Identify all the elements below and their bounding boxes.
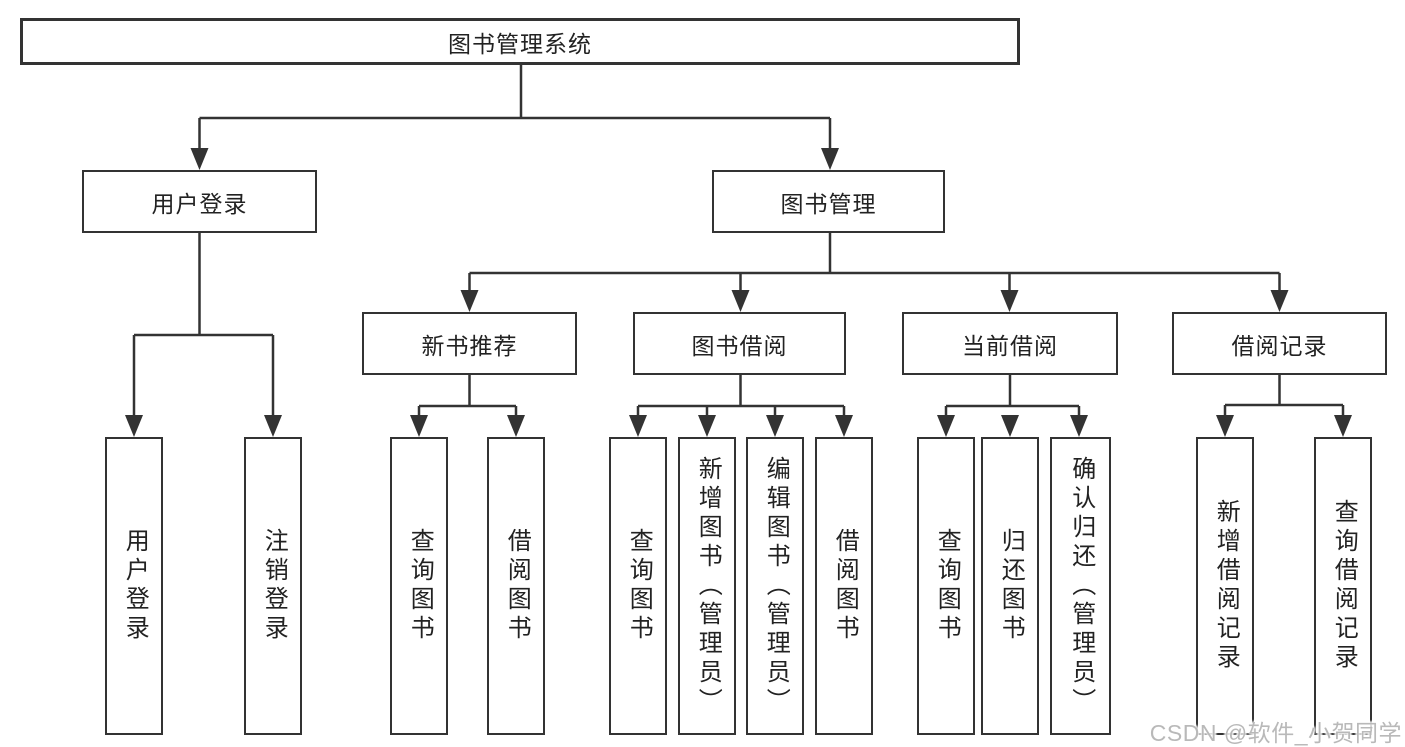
node-label: 用户登录 [151,190,248,217]
leaf-query-books-current: 查询图书 [917,437,975,735]
leaf-label: 查询借阅记录 [1330,499,1358,673]
node-borrow-records: 借阅记录 [1172,312,1387,375]
leaf-return-books: 归还图书 [981,437,1039,735]
leaf-label: 归还图书 [997,528,1025,644]
leaf-user-login: 用户登录 [105,437,163,735]
node-book-management: 图书管理 [712,170,945,233]
leaf-add-books-admin: 新增图书（管理员） [678,437,736,735]
leaf-edit-books-admin: 编辑图书（管理员） [746,437,804,735]
leaf-label: 借阅图书 [503,528,531,644]
node-label: 图书管理系统 [448,30,592,57]
node-label: 当前借阅 [962,332,1058,359]
node-book-borrow: 图书借阅 [633,312,846,375]
node-new-book-recommend: 新书推荐 [362,312,577,375]
leaf-label: 借阅图书 [831,528,859,644]
csdn-watermark: CSDN @软件_小贺同学 [1149,720,1402,746]
leaf-query-borrow-record: 查询借阅记录 [1314,437,1372,735]
node-label: 图书管理 [780,190,877,217]
leaf-add-borrow-record: 新增借阅记录 [1196,437,1254,735]
leaf-label: 用户登录 [121,528,149,644]
leaf-label: 查询图书 [933,528,961,644]
leaf-borrow-books: 借阅图书 [815,437,873,735]
leaf-label: 新增图书（管理员） [694,455,722,717]
leaf-label: 注销登录 [260,528,288,644]
leaf-label: 查询图书 [625,528,653,644]
arrowheads [125,148,1352,437]
leaf-label: 确认归还（管理员） [1067,455,1095,717]
leaf-logout-login: 注销登录 [244,437,302,735]
node-label: 新书推荐 [421,332,518,359]
leaf-confirm-return-admin: 确认归还（管理员） [1050,437,1111,735]
leaf-query-books-borrow: 查询图书 [609,437,667,735]
node-user-login: 用户登录 [82,170,317,233]
leaf-borrow-books-recommend: 借阅图书 [487,437,545,735]
leaf-label: 查询图书 [406,528,434,644]
node-label: 借阅记录 [1231,332,1328,359]
leaf-label: 新增借阅记录 [1212,499,1240,673]
node-current-borrow: 当前借阅 [902,312,1118,375]
leaf-label: 编辑图书（管理员） [762,455,790,717]
node-label: 图书借阅 [691,332,788,359]
leaf-query-books-recommend: 查询图书 [390,437,448,735]
node-library-management-system: 图书管理系统 [20,18,1020,65]
